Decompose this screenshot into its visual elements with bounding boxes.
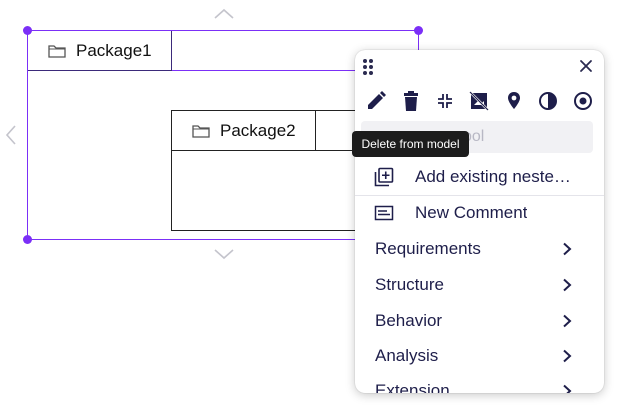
package2-header-line <box>316 150 360 151</box>
menu-divider <box>355 195 604 196</box>
radio-target-icon[interactable] <box>570 88 596 114</box>
folder-icon <box>192 124 210 138</box>
tooltip-delete-from-model: Delete from model <box>352 131 469 157</box>
add-library-icon <box>355 167 415 187</box>
package1-header-line <box>172 70 418 71</box>
pan-down-icon[interactable] <box>213 248 235 260</box>
pan-up-icon[interactable] <box>213 8 235 20</box>
package2-label: Package2 <box>220 120 296 140</box>
edit-icon[interactable] <box>363 88 389 114</box>
folder-icon <box>48 44 66 58</box>
context-menu-header <box>355 50 604 84</box>
trash-icon[interactable] <box>398 88 424 114</box>
contrast-icon[interactable] <box>535 88 561 114</box>
chevron-right-icon <box>547 384 587 393</box>
submenu-analysis-label: Analysis <box>375 346 439 365</box>
package2-tab[interactable]: Package2 <box>172 111 316 151</box>
location-pin-icon[interactable] <box>501 88 527 114</box>
hide-image-icon[interactable] <box>466 88 492 114</box>
new-comment-label: New Comment <box>415 203 528 222</box>
comment-icon <box>355 205 415 221</box>
submenu-extension-label: Extension <box>375 381 450 393</box>
resize-handle-top-right[interactable] <box>414 26 423 35</box>
add-existing-nested-item[interactable]: Add existing neste… <box>355 160 604 194</box>
submenu-structure-label: Structure <box>375 275 444 294</box>
submenu-structure[interactable]: Structure <box>355 268 604 302</box>
submenu-analysis[interactable]: Analysis <box>355 339 604 373</box>
pan-left-icon[interactable] <box>5 124 17 146</box>
tooltip-text: Delete from model <box>361 137 460 151</box>
context-menu: ool Add existing neste… New Comment Requ… <box>355 50 604 393</box>
submenu-behavior-label: Behavior <box>375 311 443 330</box>
chevron-right-icon <box>547 278 587 292</box>
resize-handle-bottom-left[interactable] <box>23 235 32 244</box>
chevron-right-icon <box>547 242 587 256</box>
chevron-right-icon <box>547 349 587 363</box>
package1-label: Package1 <box>76 40 152 60</box>
drag-handle-icon[interactable] <box>361 58 375 81</box>
package1-tab[interactable]: Package1 <box>28 31 172 71</box>
context-toolbar <box>355 86 604 116</box>
submenu-requirements[interactable]: Requirements <box>355 232 604 266</box>
collapse-icon[interactable] <box>432 88 458 114</box>
submenu-requirements-label: Requirements <box>375 239 481 258</box>
chevron-right-icon <box>547 314 587 328</box>
resize-handle-top-left[interactable] <box>23 26 32 35</box>
package2-shape[interactable]: Package2 <box>171 110 361 231</box>
close-icon[interactable] <box>578 58 594 79</box>
submenu-behavior[interactable]: Behavior <box>355 304 604 338</box>
new-comment-item[interactable]: New Comment <box>355 196 604 230</box>
add-existing-nested-label: Add existing neste… <box>415 167 571 186</box>
submenu-extension[interactable]: Extension <box>355 374 604 393</box>
